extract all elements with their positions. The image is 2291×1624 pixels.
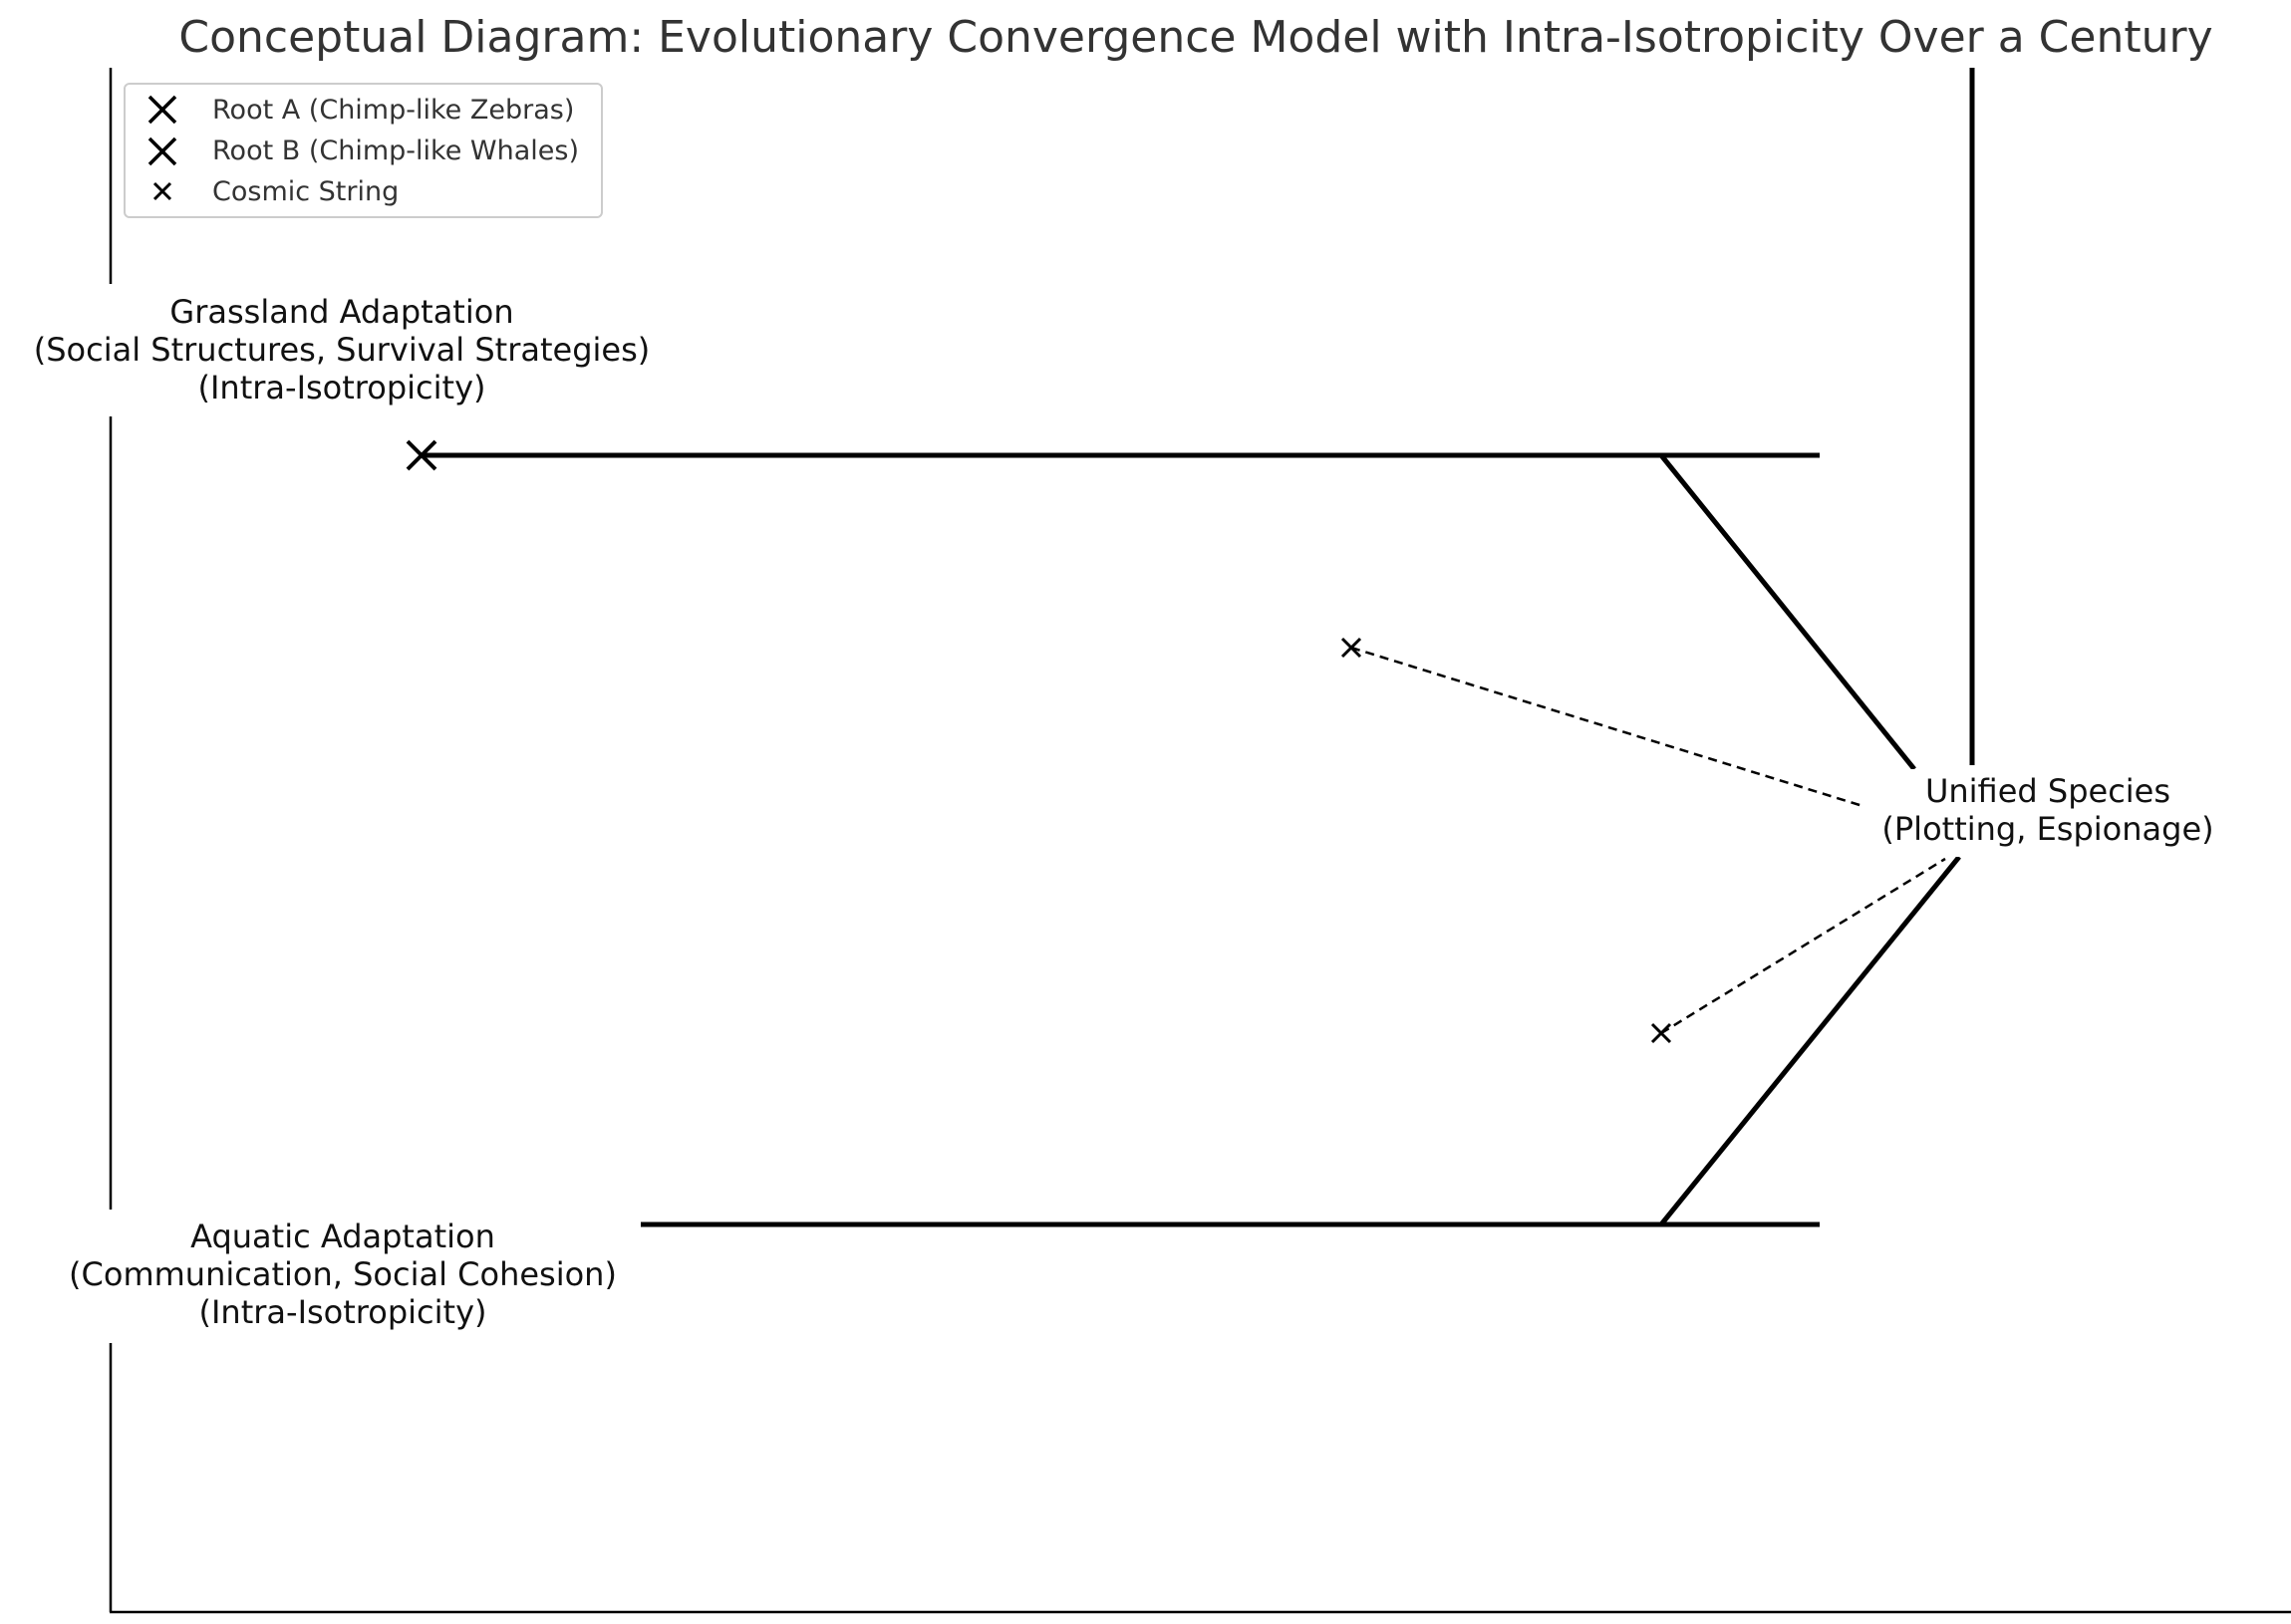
x-marker-large-icon <box>147 136 177 166</box>
legend-item-cosmic-string: Cosmic String <box>152 176 399 207</box>
grassland-lineage <box>406 439 1916 771</box>
unified-label-line2: (Plotting, Espionage) <box>1881 810 2213 848</box>
grassland-label: Grassland Adaptation (Social Structures,… <box>34 293 651 406</box>
root-a-marker <box>406 439 437 471</box>
legend-label-root-a: Root A (Chimp-like Zebras) <box>212 95 574 126</box>
grassland-label-line1: Grassland Adaptation <box>169 293 513 331</box>
grassland-label-line3: (Intra-Isotropicity) <box>198 369 486 406</box>
legend-frame <box>124 83 603 218</box>
cosmic-string-link-lower <box>1660 857 1946 1035</box>
diagram-title: Conceptual Diagram: Evolutionary Converg… <box>178 12 2212 63</box>
aquatic-label-line3: (Intra-Isotropicity) <box>199 1293 487 1331</box>
x-marker-large-icon <box>147 95 177 125</box>
cosmic-string-link-upper <box>1350 646 1873 811</box>
grassland-label-line2: (Social Structures, Survival Strategies) <box>34 331 651 369</box>
aquatic-convergence-line <box>1659 855 1961 1226</box>
legend-item-root-b: Root B (Chimp-like Whales) <box>147 135 579 166</box>
unified-species-label: Unified Species (Plotting, Espionage) <box>1863 769 2232 857</box>
cosmic-string-marker-lower <box>1650 1022 1672 1044</box>
legend: Root A (Chimp-like Zebras) Root B (Chimp… <box>124 83 603 218</box>
axes <box>109 68 2291 1614</box>
aquatic-label-line1: Aquatic Adaptation <box>190 1218 495 1255</box>
aquatic-lineage <box>641 855 1961 1227</box>
aquatic-label-line2: (Communication, Social Cohesion) <box>69 1255 617 1293</box>
legend-label-root-b: Root B (Chimp-like Whales) <box>212 135 579 166</box>
grassland-convergence-line <box>1659 453 1916 771</box>
legend-label-cosmic-string: Cosmic String <box>212 176 399 207</box>
cosmic-string-marker-upper <box>1340 637 1362 659</box>
cosmic-strings <box>1340 637 1946 1044</box>
x-marker-small-icon <box>152 181 172 201</box>
unified-label-line1: Unified Species <box>1925 772 2170 810</box>
aquatic-label: Aquatic Adaptation (Communication, Socia… <box>69 1218 617 1331</box>
legend-item-root-a: Root A (Chimp-like Zebras) <box>147 95 574 126</box>
